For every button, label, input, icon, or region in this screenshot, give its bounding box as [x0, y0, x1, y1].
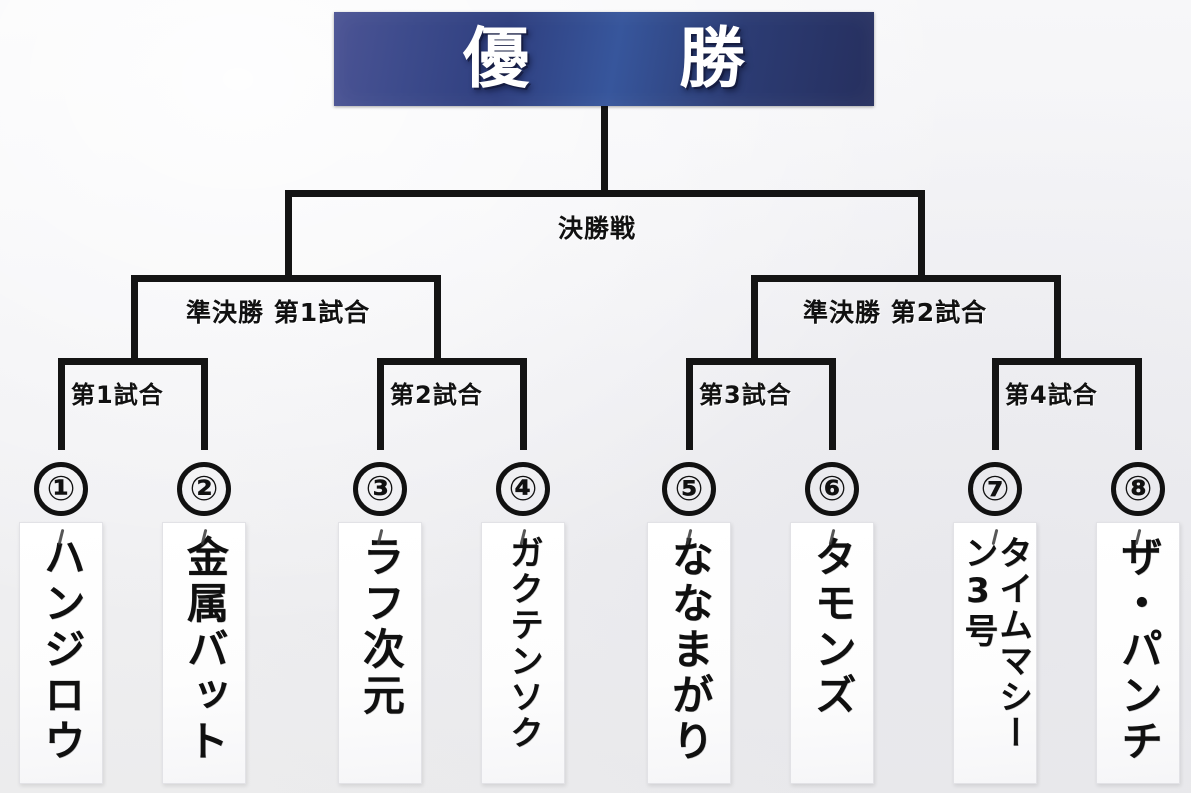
- bracket-line-match-2-right-drop: [520, 358, 527, 450]
- team-card-4[interactable]: ガクテンソク: [481, 522, 565, 784]
- bracket-line-champion-stem: [601, 106, 608, 196]
- team-card-3[interactable]: ラフ次元: [338, 522, 422, 784]
- team-name-6: タモンズ: [808, 535, 858, 719]
- team-card-2[interactable]: 金属バット: [162, 522, 246, 784]
- team-card-8[interactable]: ザ・パンチ: [1096, 522, 1180, 784]
- bracket-line-match-1-right-drop: [201, 358, 208, 450]
- bracket-line-match-1-left-drop: [58, 358, 65, 450]
- team-name-1: ハンジロウ: [37, 535, 87, 765]
- bracket-line-match-4-right-drop: [1135, 358, 1142, 450]
- bracket-line-match-4-bar: [992, 358, 1142, 365]
- bracket-line-final-right-drop: [918, 190, 925, 282]
- bracket-line-match-2-bar: [377, 358, 527, 365]
- round-label-semifinal-1: 準決勝 第1試合: [186, 298, 371, 327]
- bracket-line-match-2-left-drop: [377, 358, 384, 450]
- team-card-5[interactable]: ななまがり: [647, 522, 731, 784]
- round-label-match-4: 第4試合: [1005, 381, 1098, 409]
- bracket-line-semifinal-2-left-drop: [751, 275, 758, 363]
- team-name-7: タイムマシーン3号: [958, 535, 1033, 751]
- team-name-8: ザ・パンチ: [1114, 535, 1164, 765]
- round-label-match-1: 第1試合: [71, 381, 164, 409]
- bracket-line-semifinal-2-right-drop: [1054, 275, 1061, 363]
- seed-circle-5[interactable]: ⑤: [662, 462, 716, 516]
- bracket-line-match-4-left-drop: [992, 358, 999, 450]
- bracket-line-semifinal-2-bar: [751, 275, 1061, 282]
- team-name-5: ななまがり: [665, 535, 715, 765]
- bracket-line-semifinal-1-right-drop: [434, 275, 441, 363]
- seed-circle-7[interactable]: ⑦: [968, 462, 1022, 516]
- bracket-line-match-3-left-drop: [686, 358, 693, 450]
- team-card-1[interactable]: ハンジロウ: [19, 522, 103, 784]
- team-card-7[interactable]: タイムマシーン3号: [953, 522, 1037, 784]
- bracket-line-semifinal-1-left-drop: [131, 275, 138, 363]
- team-name-4: ガクテンソク: [503, 535, 544, 751]
- bracket-line-final-left-drop: [285, 190, 292, 282]
- team-name-2: 金属バット: [180, 535, 230, 765]
- seed-circle-1[interactable]: ①: [34, 462, 88, 516]
- bracket-line-match-3-right-drop: [829, 358, 836, 450]
- round-label-match-3: 第3試合: [699, 381, 792, 409]
- round-label-semifinal-2: 準決勝 第2試合: [803, 298, 988, 327]
- seed-circle-4[interactable]: ④: [496, 462, 550, 516]
- team-card-6[interactable]: タモンズ: [790, 522, 874, 784]
- champion-banner: 優 勝: [334, 12, 874, 106]
- bracket-line-match-1-bar: [58, 358, 208, 365]
- bracket-line-semifinal-1-bar: [131, 275, 441, 282]
- bracket-line-match-3-bar: [686, 358, 836, 365]
- seed-circle-3[interactable]: ③: [353, 462, 407, 516]
- seed-circle-6[interactable]: ⑥: [805, 462, 859, 516]
- round-label-match-2: 第2試合: [390, 381, 483, 409]
- seed-circle-2[interactable]: ②: [177, 462, 231, 516]
- team-name-3: ラフ次元: [356, 535, 406, 719]
- seed-circle-8[interactable]: ⑧: [1111, 462, 1165, 516]
- champion-banner-label: 優 勝: [463, 20, 787, 97]
- round-label-final: 決勝戦: [558, 214, 637, 243]
- bracket-line-final-bar: [285, 190, 925, 197]
